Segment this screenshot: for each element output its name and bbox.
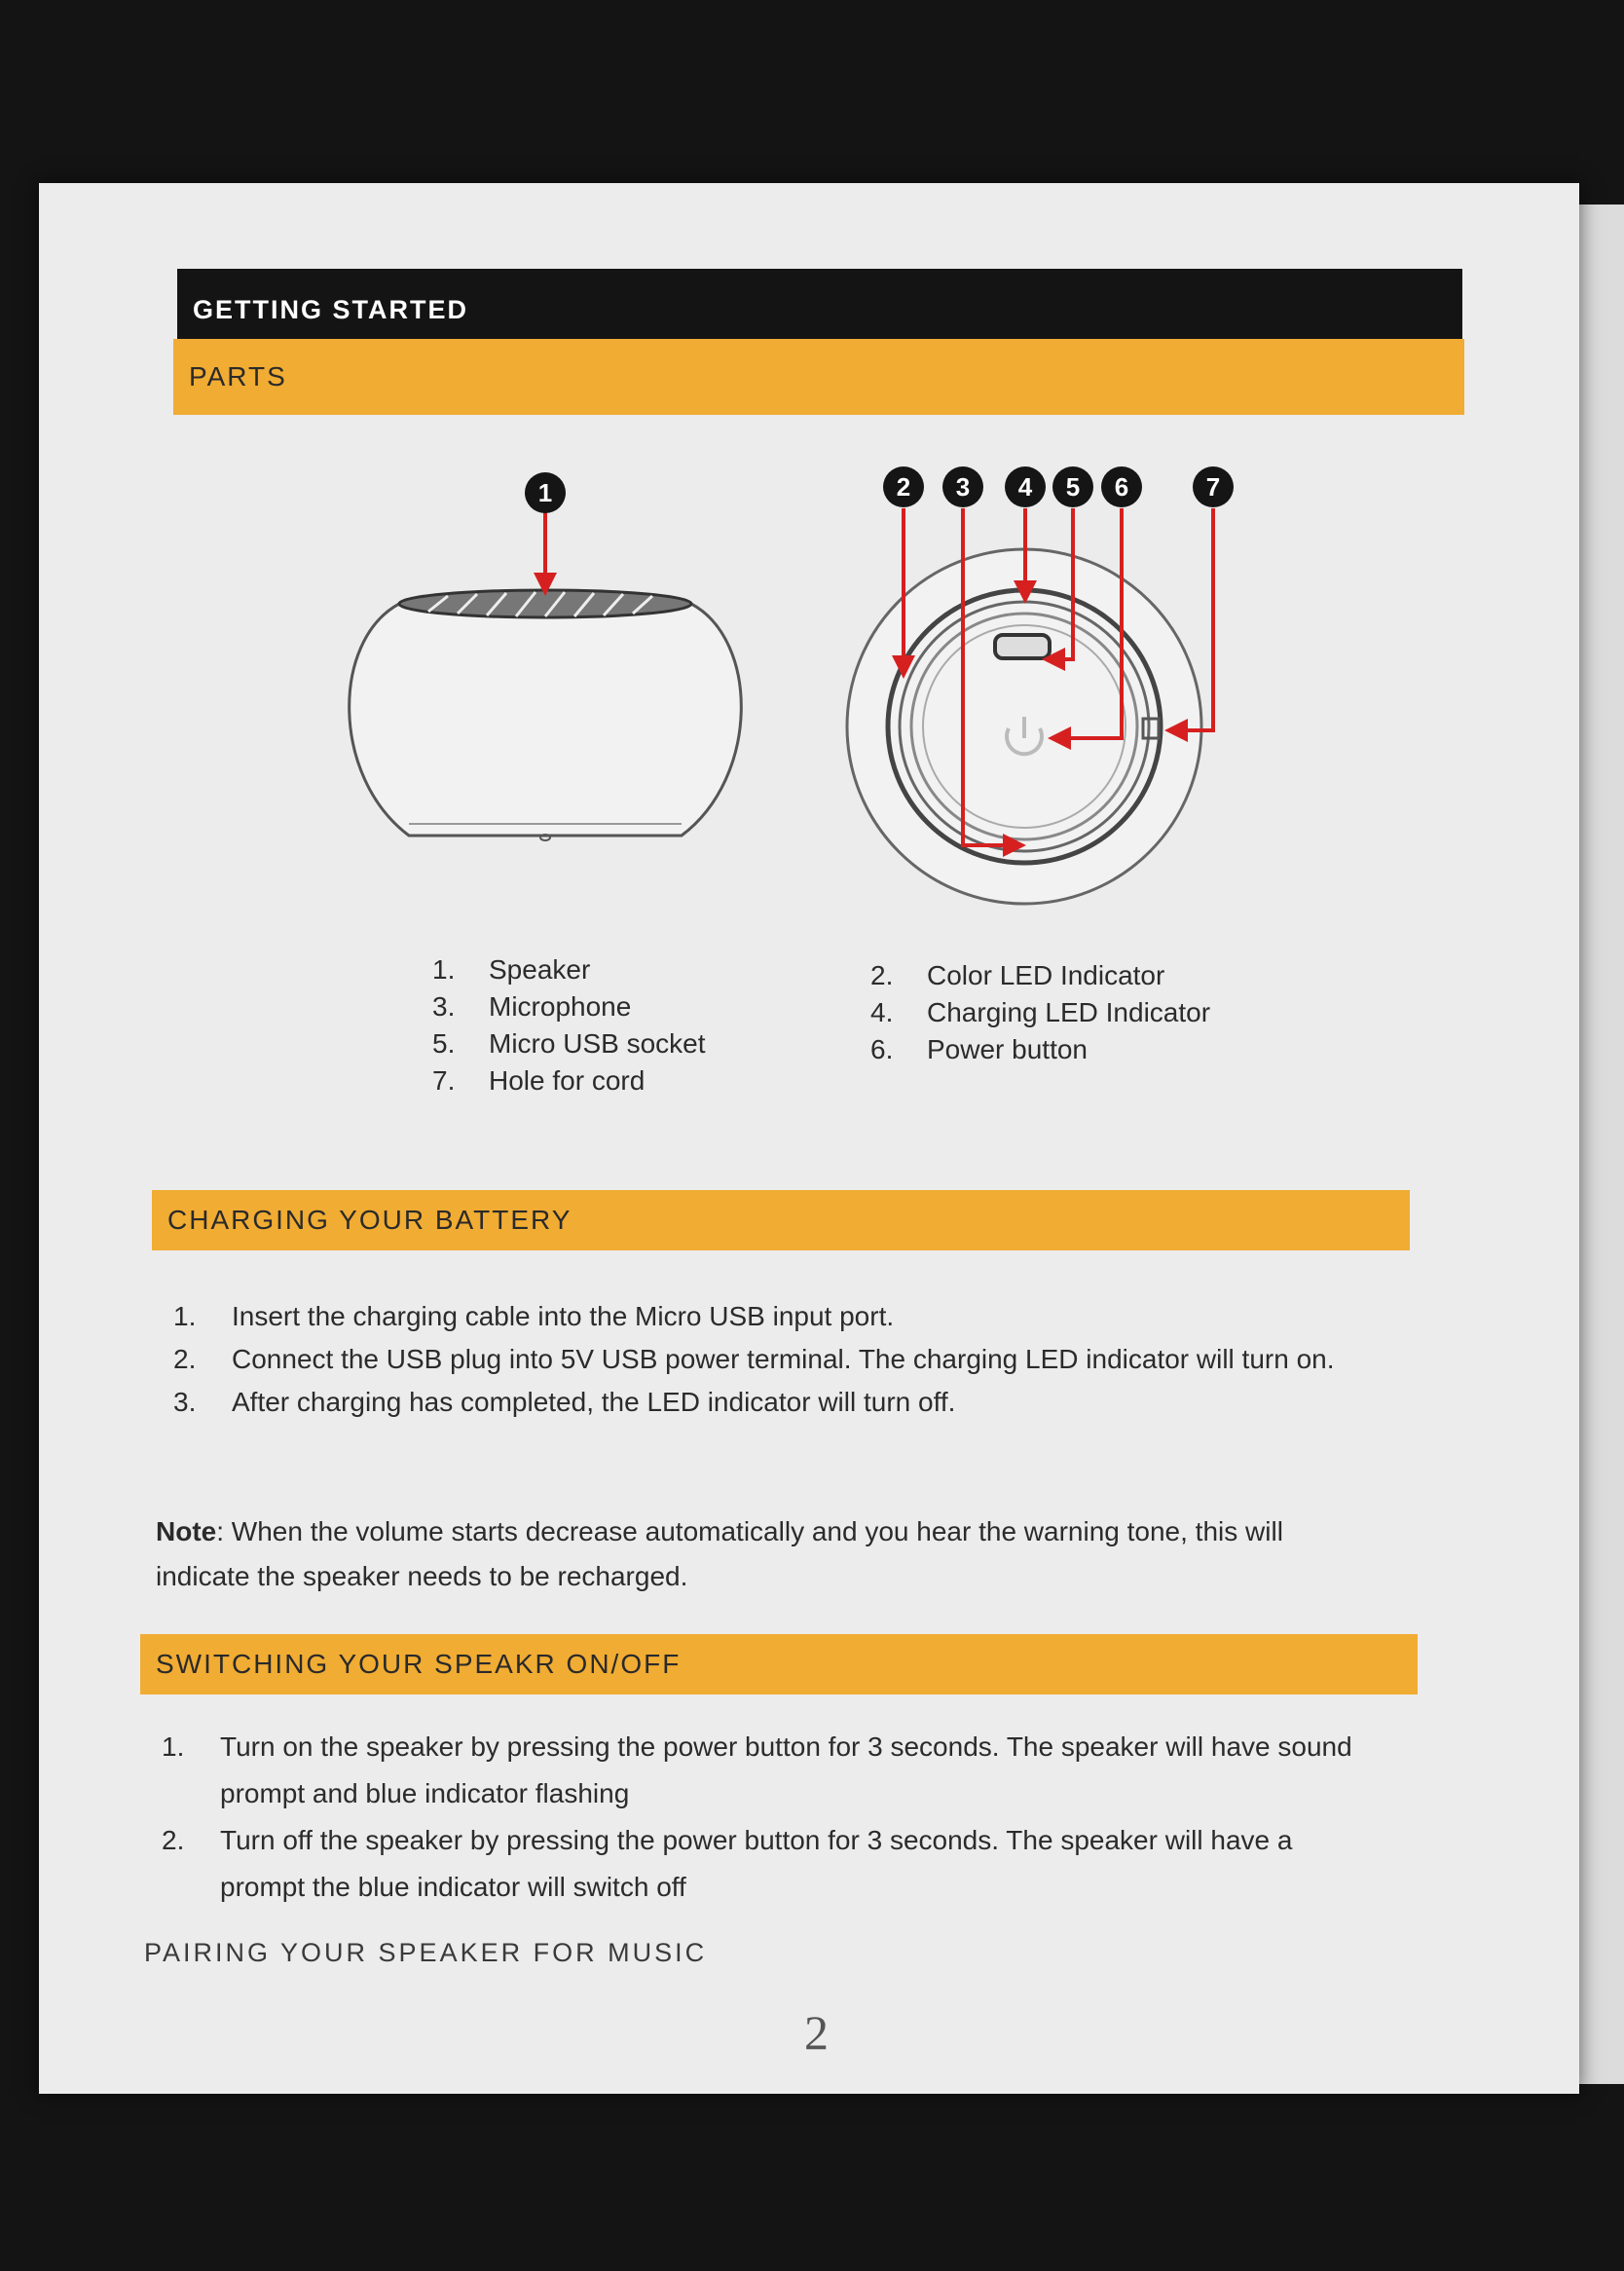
parts-header: PARTS	[173, 339, 1464, 415]
charging-note: Note: When the volume starts decrease au…	[156, 1509, 1363, 1599]
pairing-heading: PAIRING YOUR SPEAKER FOR MUSIC	[144, 1938, 708, 1967]
callout-4-label: 4	[1018, 472, 1033, 502]
callout-5	[1052, 466, 1093, 507]
list-item: 2. Connect the USB plug into 5V USB powe…	[173, 1344, 1335, 1374]
callout-arrows	[534, 504, 1215, 857]
list-item: 3. After charging has completed, the LED…	[173, 1387, 956, 1417]
callout-3-label: 3	[956, 472, 970, 502]
callout-7	[1193, 466, 1234, 507]
callout-1	[525, 472, 566, 513]
switching-header: SWITCHING YOUR SPEAKR ON/OFF	[140, 1634, 1418, 1694]
callout-7-label: 7	[1206, 472, 1220, 502]
switch-steps: 1. Turn on the speaker by pressing the p…	[162, 1724, 1379, 1911]
speaker-side-view	[348, 588, 743, 841]
callout-6	[1101, 466, 1142, 507]
callout-4	[1005, 466, 1046, 507]
list-item: 2. Turn off the speaker by pressing the …	[162, 1825, 1293, 1902]
callout-2	[883, 466, 924, 507]
callout-2-label: 2	[897, 472, 910, 502]
parts-diagram: 1 2 3 4 5 6 7	[348, 466, 1234, 906]
getting-started-header: GETTING STARTED	[177, 269, 1462, 351]
note-label: Note	[156, 1516, 217, 1546]
list-item: 1. Insert the charging cable into the Mi…	[173, 1301, 895, 1331]
callout-1-label: 1	[538, 478, 552, 507]
callout-5-label: 5	[1066, 472, 1080, 502]
speaker-bottom-view	[845, 547, 1203, 906]
page-number: 2	[804, 2005, 829, 2060]
note-text: : When the volume starts decrease automa…	[156, 1516, 1283, 1591]
list-item: 1. Turn on the speaker by pressing the p…	[162, 1731, 1352, 1808]
callout-3	[942, 466, 983, 507]
callout-6-label: 6	[1115, 472, 1128, 502]
power-icon	[1005, 717, 1044, 757]
charging-header: CHARGING YOUR BATTERY	[152, 1190, 1410, 1250]
manual-page: GETTING STARTED PARTS	[39, 183, 1579, 2094]
callout-markers	[525, 466, 1234, 513]
charging-steps: 1. Insert the charging cable into the Mi…	[173, 1295, 1371, 1424]
usb-port-icon	[993, 633, 1052, 660]
